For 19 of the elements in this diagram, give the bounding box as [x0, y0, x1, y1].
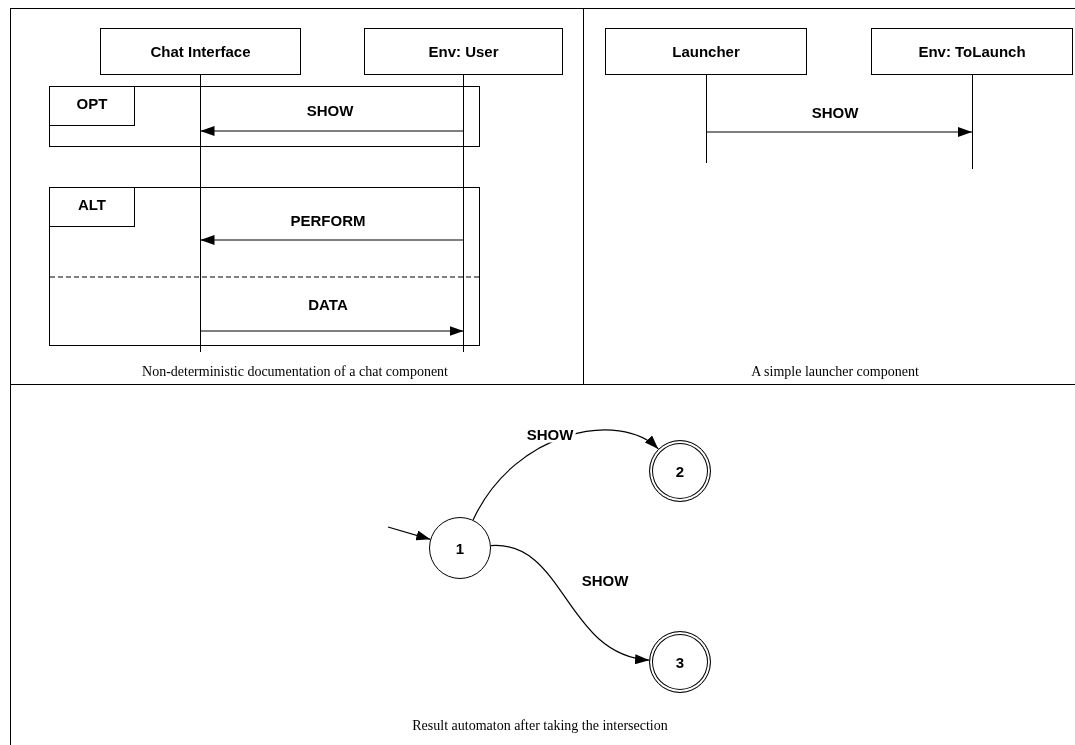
caption: Non-deterministic documentation of a chat component — [142, 364, 448, 380]
arrow — [387, 526, 431, 541]
fragment-label: OPT — [49, 86, 135, 126]
state-circle: 1 — [429, 517, 491, 579]
arrow — [490, 545, 650, 663]
participant-box: Chat Interface — [100, 28, 301, 75]
arrow — [199, 326, 465, 336]
arrow — [705, 127, 973, 137]
fragment-label: ALT — [49, 187, 135, 227]
caption: A simple launcher component — [751, 364, 919, 380]
caption: Result automaton after taking the intersection — [412, 718, 668, 734]
participant-box: Env: User — [364, 28, 563, 75]
arrow — [199, 126, 465, 136]
participant-box: Env: ToLaunch — [871, 28, 1073, 75]
final-state-circle: 3 — [649, 631, 711, 693]
participant-box: Launcher — [605, 28, 807, 75]
arrow — [472, 429, 659, 521]
final-state-circle: 2 — [649, 440, 711, 502]
arrow — [199, 235, 465, 245]
